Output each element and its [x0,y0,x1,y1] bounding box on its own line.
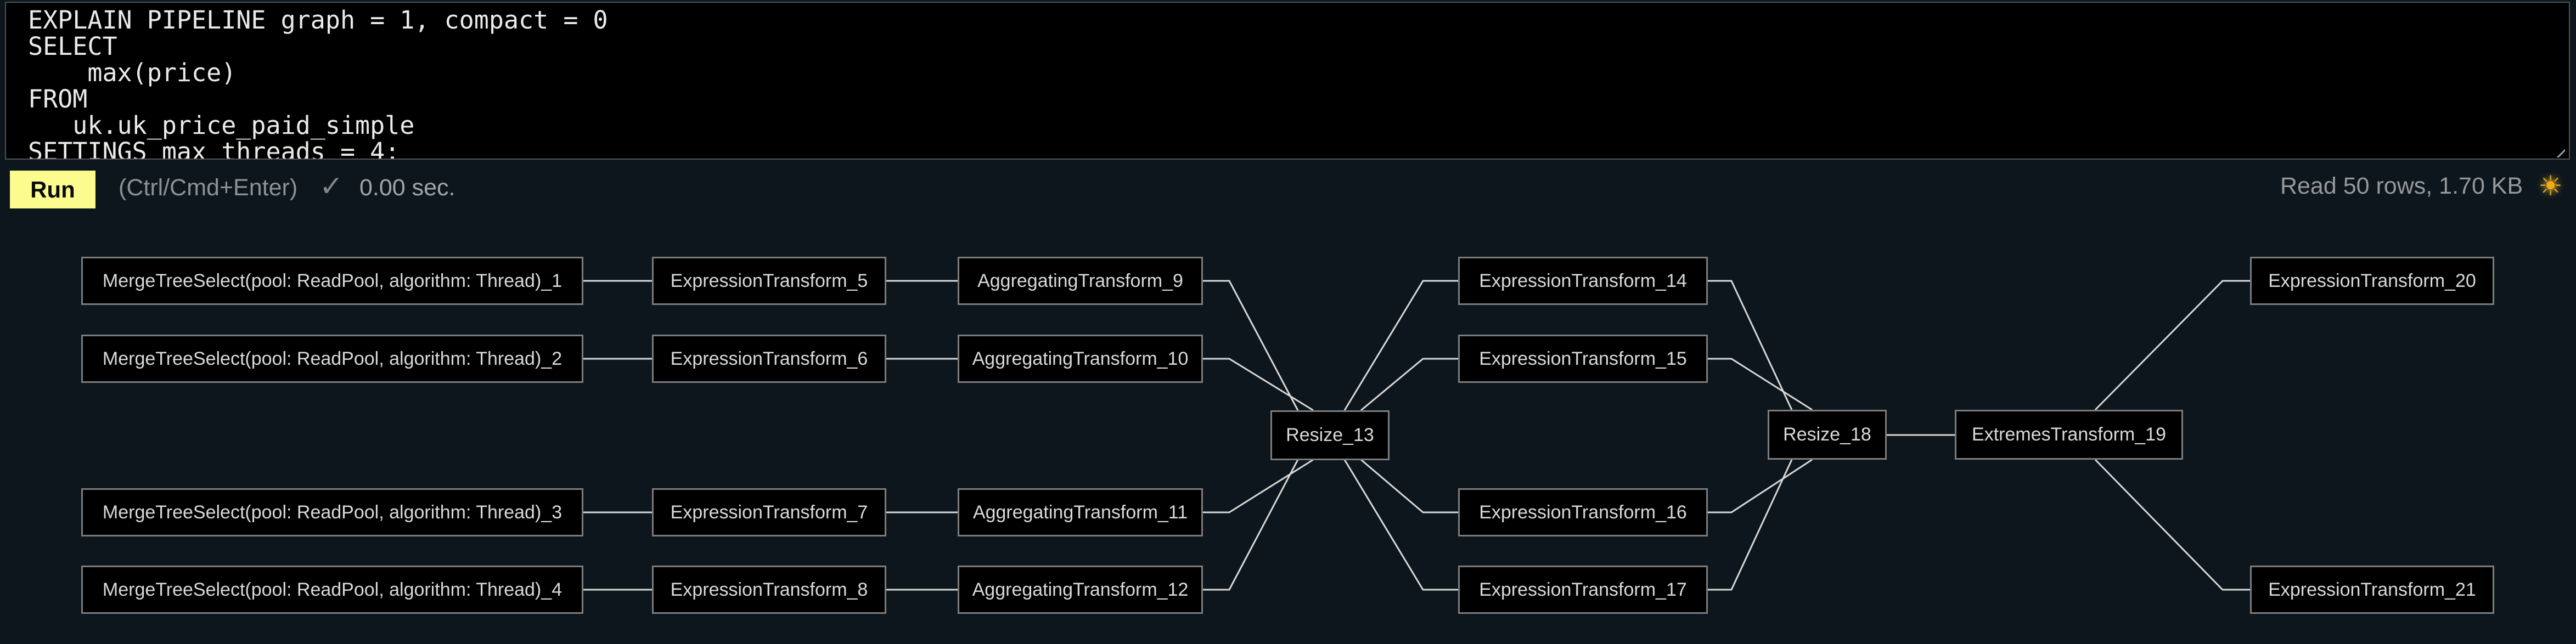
graph-node-expressiontransform-8: ExpressionTransform_8 [652,566,886,614]
graph-node-expressiontransform-5: ExpressionTransform_5 [652,257,886,305]
graph-edge [1708,459,1813,513]
graph-node-expressiontransform-7: ExpressionTransform_7 [652,488,886,536]
graph-edge [1343,280,1458,411]
graph-node-expressiontransform-16: ExpressionTransform_16 [1458,488,1708,536]
graph-node-extremestransform-19: ExtremesTransform_19 [1955,410,2183,460]
graph-node-resize-18: Resize_18 [1768,410,1887,460]
graph-edge [1360,358,1458,411]
graph-edge [1708,280,1793,410]
graph-node-expressiontransform-20: ExpressionTransform_20 [2250,257,2494,305]
graph-node-mergetreeselect-3: MergeTreeSelect(pool: ReadPool, algorith… [81,488,583,536]
graph-edge [1708,459,1793,591]
graph-edge [1203,459,1299,591]
graph-node-aggregatingtransform-11: AggregatingTransform_11 [958,488,1203,536]
graph-node-expressiontransform-6: ExpressionTransform_6 [652,335,886,383]
success-check-icon: ✓ [319,171,344,202]
graph-edge [1203,358,1314,411]
graph-edge [2094,280,2250,411]
theme-toggle-sun-icon[interactable]: ☀ [2538,171,2563,201]
graph-node-expressiontransform-21: ExpressionTransform_21 [2250,566,2494,614]
graph-node-mergetreeselect-4: MergeTreeSelect(pool: ReadPool, algorith… [81,566,583,614]
graph-node-expressiontransform-17: ExpressionTransform_17 [1458,566,1708,614]
graph-edge [1203,459,1314,513]
graph-node-aggregatingtransform-9: AggregatingTransform_9 [958,257,1203,305]
graph-edge [1203,280,1299,411]
graph-node-aggregatingtransform-12: AggregatingTransform_12 [958,566,1203,614]
graph-edge [1343,459,1458,591]
graph-node-expressiontransform-14: ExpressionTransform_14 [1458,257,1708,305]
sql-editor[interactable]: EXPLAIN PIPELINE graph = 1, compact = 0 … [5,2,2570,160]
graph-edge [1708,358,1813,411]
rows-read-stats: Read 50 rows, 1.70 KB [2280,172,2523,199]
graph-node-mergetreeselect-1: MergeTreeSelect(pool: ReadPool, algorith… [81,257,583,305]
graph-node-aggregatingtransform-10: AggregatingTransform_10 [958,335,1203,383]
graph-edge [1360,459,1458,513]
graph-edge [2094,459,2250,591]
shortcut-hint: (Ctrl/Cmd+Enter) [119,174,298,201]
graph-node-expressiontransform-15: ExpressionTransform_15 [1458,335,1708,383]
query-stats-group: Read 50 rows, 1.70 KB ☀ [2280,172,2563,200]
toolbar: Run (Ctrl/Cmd+Enter) ✓ 0.00 sec. Read 50… [0,165,2576,215]
graph-node-resize-13: Resize_13 [1270,410,1390,460]
elapsed-time: 0.00 sec. [359,174,455,201]
graph-node-mergetreeselect-2: MergeTreeSelect(pool: ReadPool, algorith… [81,335,583,383]
run-button[interactable]: Run [10,171,95,208]
